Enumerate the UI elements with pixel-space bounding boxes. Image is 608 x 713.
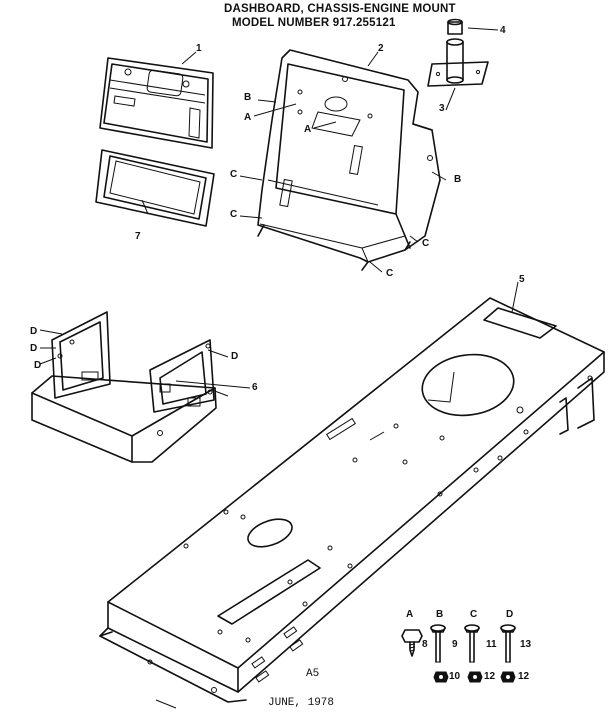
- hardware-part-9: 9: [452, 639, 458, 650]
- callout-3: 3: [439, 103, 445, 114]
- hardware-col-b: B: [436, 609, 444, 620]
- ref-d-right: D: [231, 351, 239, 362]
- page-code: A5: [306, 668, 320, 680]
- callout-4: 4: [500, 25, 506, 36]
- ref-d-left-middle: D: [30, 343, 38, 354]
- hardware-part-8: 8: [422, 639, 428, 650]
- ref-c-housing-foot-right: C: [422, 238, 430, 249]
- diagram-title: DASHBOARD, CHASSIS-ENGINE MOUNT: [224, 3, 456, 15]
- ref-d-left-lower: D: [34, 360, 42, 371]
- hardware-part-13: 13: [520, 639, 532, 650]
- hardware-part-10: 10: [449, 671, 461, 682]
- publication-date: JUNE, 1978: [268, 697, 335, 709]
- hardware-col-d: D: [506, 609, 514, 620]
- dashboard-housing: [257, 49, 441, 271]
- ref-c-housing-mid: C: [230, 169, 238, 180]
- callout-5: 5: [519, 274, 525, 285]
- ref-c-housing-foot-center: C: [386, 268, 394, 279]
- ref-a-housing-center: A: [304, 124, 312, 135]
- hardware-col-c: C: [470, 609, 478, 620]
- callout-1: 1: [196, 43, 202, 54]
- leader-lines: [39, 27, 519, 397]
- ref-b-housing-right: B: [454, 174, 462, 185]
- ref-a-housing-left: A: [244, 112, 252, 123]
- chassis-frame: [99, 297, 605, 709]
- hardware-part-11: 11: [486, 639, 497, 650]
- callout-2: 2: [378, 43, 384, 54]
- gasket-frame: [95, 149, 215, 227]
- ref-d-left-upper: D: [30, 326, 38, 337]
- ref-c-housing-low: C: [230, 209, 238, 220]
- ref-b-housing-top: B: [244, 92, 252, 103]
- model-number: MODEL NUMBER 917.255121: [232, 17, 396, 29]
- hardware-part-12-left: 12: [484, 671, 496, 682]
- hardware-fasteners: [401, 624, 516, 683]
- dash-panel-overlay: [99, 57, 214, 149]
- hardware-col-a: A: [406, 609, 414, 620]
- callout-6: 6: [252, 382, 258, 393]
- steering-support: [427, 18, 489, 87]
- engine-mount-bracket: [31, 311, 217, 463]
- callout-7: 7: [135, 231, 141, 242]
- hardware-part-12-right: 12: [518, 671, 530, 682]
